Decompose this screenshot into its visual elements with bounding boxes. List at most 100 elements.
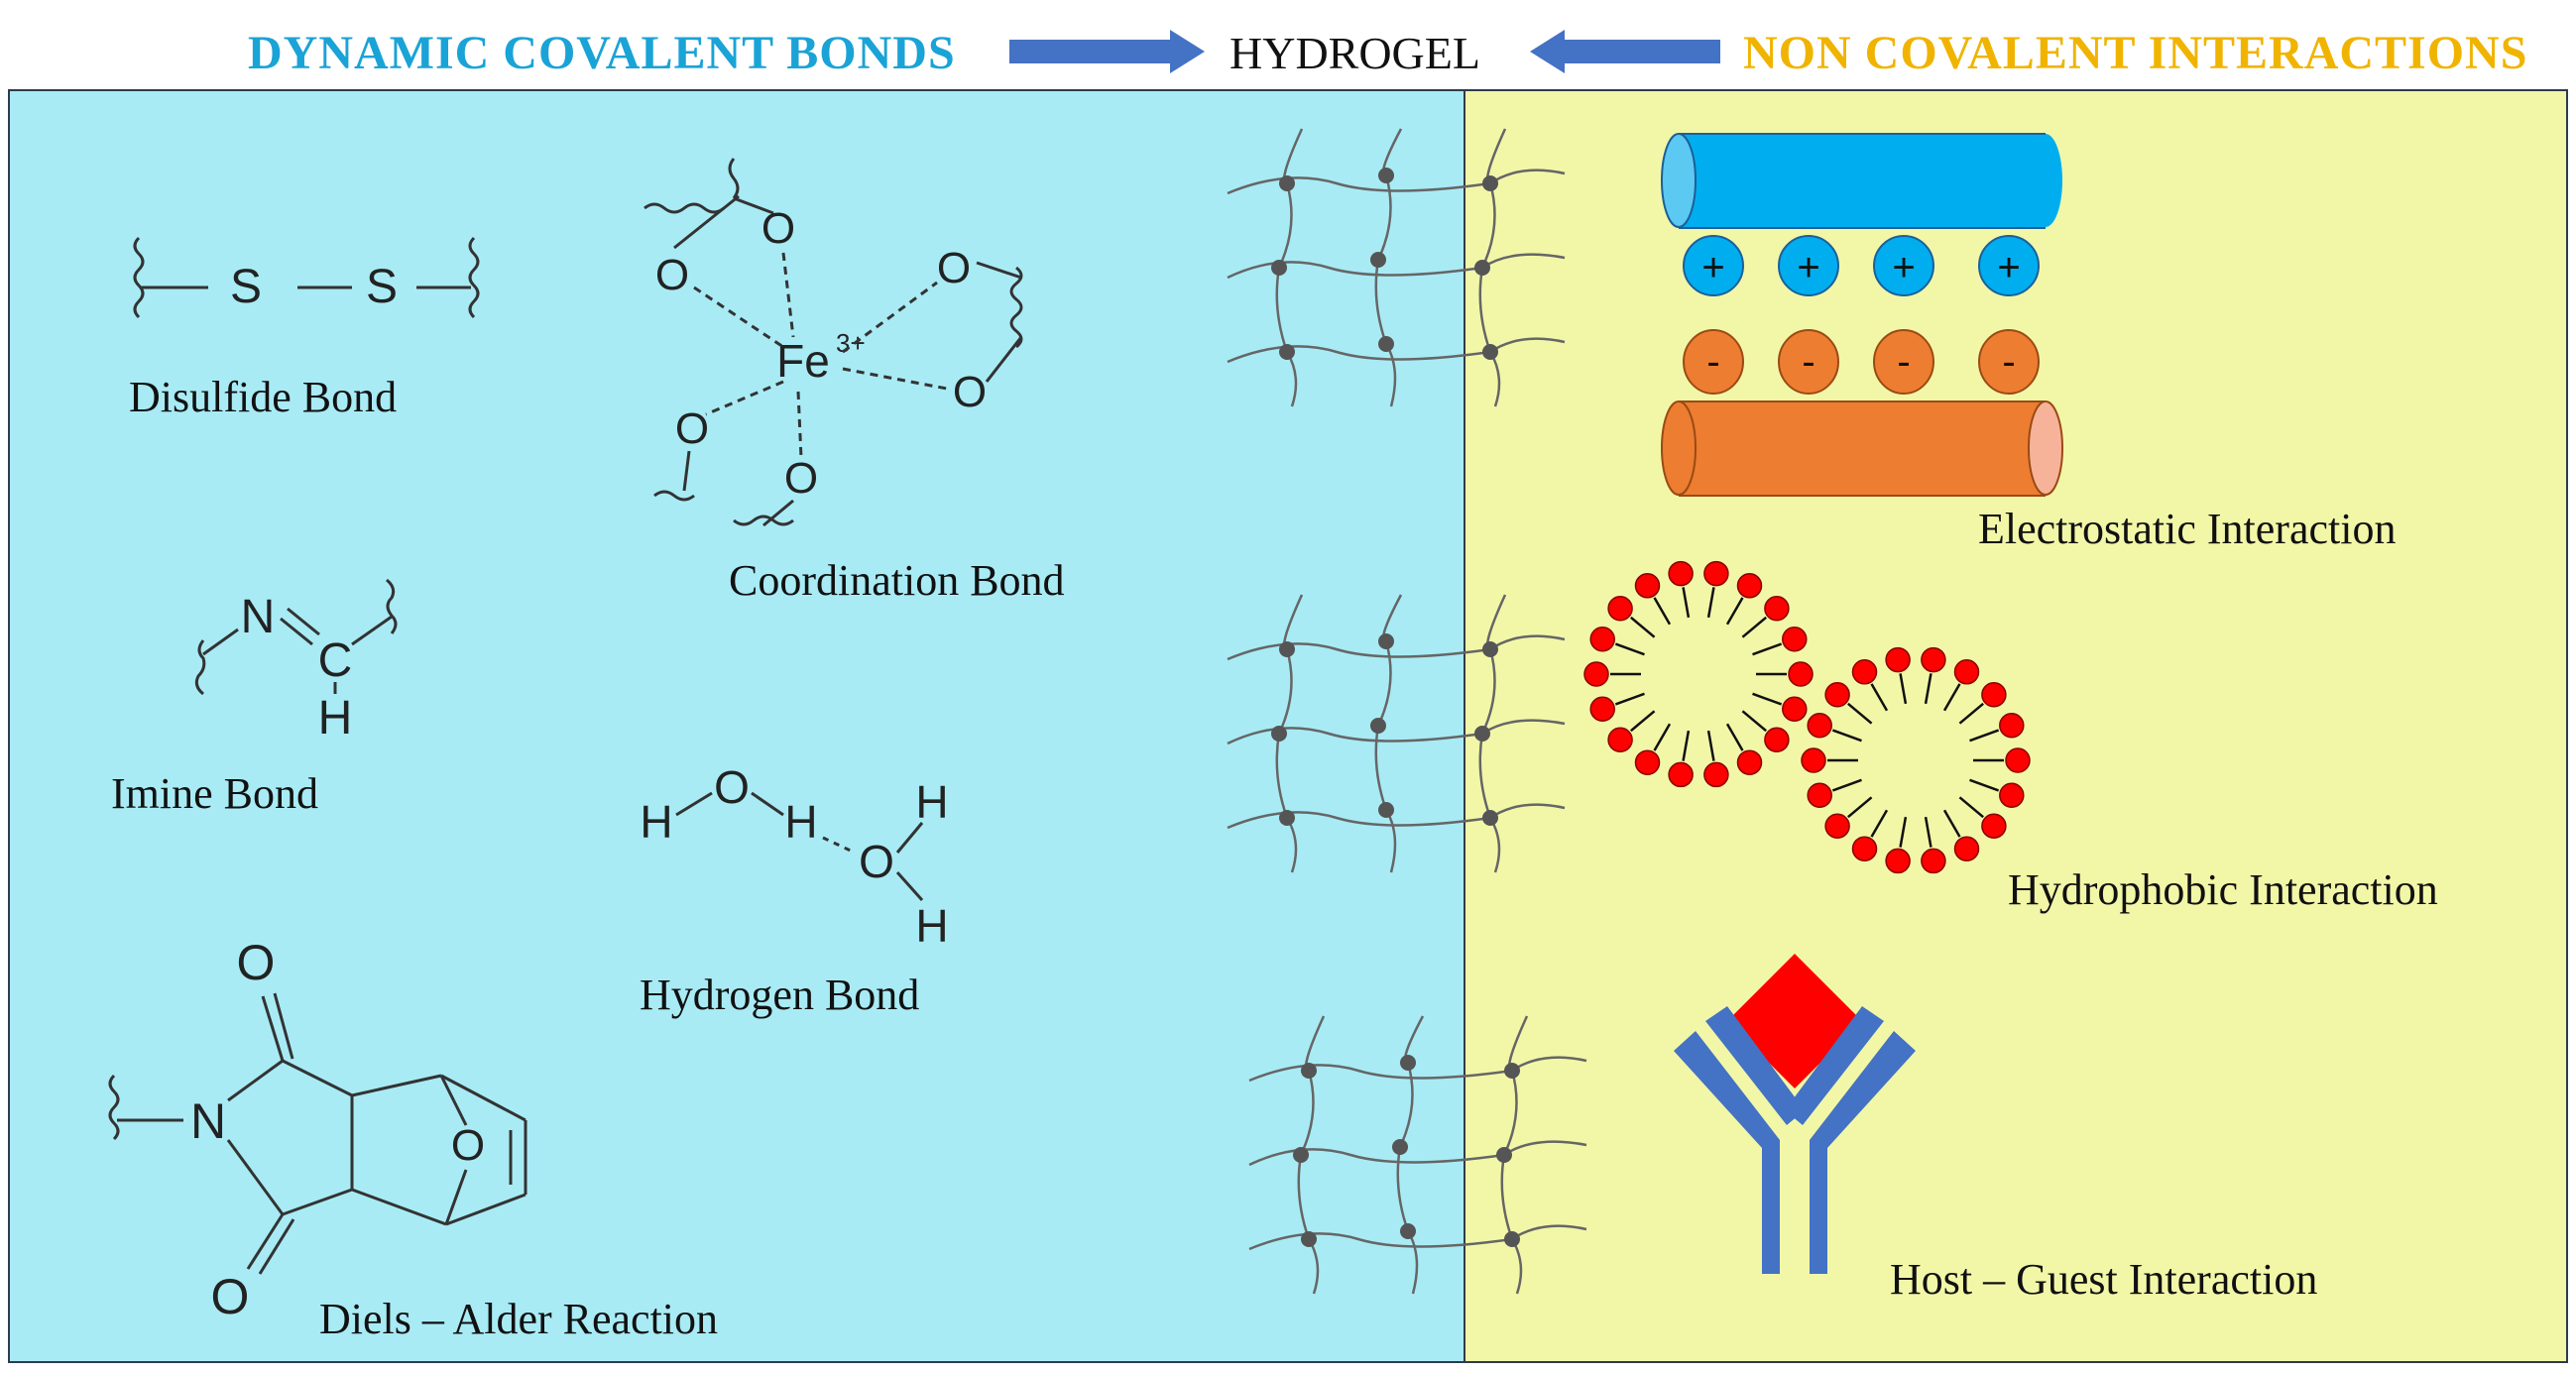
plus-sign: + xyxy=(1892,246,1915,289)
hydrophilic-head xyxy=(1981,813,2007,839)
anion-cylinder xyxy=(1661,400,2063,497)
minus-sign: - xyxy=(2002,340,2015,384)
sulfur-atom-1: S xyxy=(230,261,262,313)
network-node xyxy=(1370,718,1386,734)
hydrogen-atom: H xyxy=(640,796,672,848)
hydrogen-atom: H xyxy=(915,900,948,952)
oxygen-atom: O xyxy=(655,251,689,299)
sulfur-atom-2: S xyxy=(366,261,398,313)
hydrogel-network-top xyxy=(1227,128,1566,407)
oxygen-atom: O xyxy=(761,204,795,253)
micelle-right xyxy=(1801,646,2031,874)
micelle-left xyxy=(1583,560,1814,788)
oxygen-atom: O xyxy=(937,244,971,292)
hydrophilic-head xyxy=(1764,596,1790,622)
minus-sign: - xyxy=(1706,340,1719,384)
right-section-title: NON COVALENT INTERACTIONS xyxy=(1743,26,2528,79)
nitrogen-atom: N xyxy=(241,591,276,643)
hydrogen-atom: H xyxy=(915,776,948,828)
oxygen-atom: O xyxy=(714,761,750,813)
hydrogel-network-bottom xyxy=(1248,1015,1587,1295)
hydrophilic-head xyxy=(1824,682,1850,708)
hydrophilic-head xyxy=(2005,747,2031,773)
cation-icon: + xyxy=(1873,235,1934,296)
coordination-structure: O O Fe 3+ O O O O xyxy=(644,158,1023,527)
network-node xyxy=(1392,1139,1408,1155)
network-node xyxy=(1293,1147,1309,1163)
hydrophilic-head xyxy=(1807,713,1832,739)
cation-icon: + xyxy=(1683,235,1744,296)
oxygen-atom: O xyxy=(859,836,894,887)
imine-structure: N C H xyxy=(194,578,398,744)
hydrophilic-head xyxy=(1607,596,1633,622)
left-section-title: DYNAMIC COVALENT BONDS xyxy=(248,26,956,79)
antibody-host-icon xyxy=(1674,1006,1916,1274)
network-node xyxy=(1496,1147,1512,1163)
hydrophilic-head xyxy=(1921,848,1946,874)
network-node xyxy=(1301,1231,1317,1247)
dynamic-covalent-panel xyxy=(8,89,1465,1363)
hydrophilic-head xyxy=(1736,573,1763,599)
host-guest-diagram xyxy=(1674,954,1916,1274)
cation-icon: + xyxy=(1978,235,2040,296)
host-guest-label: Host – Guest Interaction xyxy=(1890,1255,2318,1304)
network-node xyxy=(1482,175,1498,191)
carbon-atom: C xyxy=(318,634,353,687)
disulfide-structure: S S xyxy=(133,236,480,319)
hydrophilic-head xyxy=(1801,747,1826,773)
anion-icon: - xyxy=(1778,329,1839,395)
network-node xyxy=(1400,1223,1416,1239)
hydrophilic-head xyxy=(1981,682,2007,708)
diels-alder-label: Diels – Alder Reaction xyxy=(319,1295,719,1343)
network-node xyxy=(1279,175,1295,191)
hydrophilic-head xyxy=(1953,659,1980,685)
hydrophilic-head xyxy=(1953,836,1980,861)
oxygen-atom: O xyxy=(211,1269,250,1324)
network-node xyxy=(1378,633,1394,649)
hydrophobic-label: Hydrophobic Interaction xyxy=(2008,865,2438,914)
network-node xyxy=(1474,726,1490,742)
nitrogen-atom: N xyxy=(190,1093,226,1149)
anion-icon: - xyxy=(1683,329,1744,395)
hydrophilic-head xyxy=(1634,573,1661,599)
network-node xyxy=(1504,1063,1520,1079)
network-node xyxy=(1301,1063,1317,1079)
network-node xyxy=(1370,252,1386,268)
network-node xyxy=(1271,726,1287,742)
hydrophilic-head xyxy=(1782,627,1808,652)
plus-sign: + xyxy=(1997,246,2020,289)
hydrophilic-head xyxy=(1999,713,2025,739)
network-node xyxy=(1482,810,1498,826)
iron-atom: Fe xyxy=(776,335,830,387)
anion-icon: - xyxy=(1978,329,2040,395)
network-node xyxy=(1378,168,1394,183)
network-node xyxy=(1400,1055,1416,1071)
hydrophilic-head xyxy=(1921,646,1946,673)
hydrophilic-head xyxy=(1764,727,1790,752)
hydrophilic-head xyxy=(1824,813,1850,839)
hydrogen-atom: H xyxy=(318,692,353,744)
oxygen-atom: O xyxy=(675,404,709,453)
plus-sign: + xyxy=(1797,246,1819,289)
diels-alder-structure: N O O O xyxy=(108,935,527,1324)
oxygen-atom: O xyxy=(237,935,276,990)
minus-sign: - xyxy=(1802,340,1815,384)
hydrophilic-head xyxy=(1788,661,1814,687)
hydrophilic-head xyxy=(1607,727,1633,752)
hydrophilic-head xyxy=(1668,761,1694,788)
hydrogel-network-middle xyxy=(1227,594,1566,873)
hydrophilic-head xyxy=(1736,749,1763,775)
hydrophilic-head xyxy=(1782,696,1808,722)
hydrophilic-head xyxy=(1703,560,1729,587)
arrow-right-icon xyxy=(1009,30,1205,73)
hydrophilic-head xyxy=(1851,836,1878,861)
cation-icon: + xyxy=(1778,235,1839,296)
hydrogen-bond-label: Hydrogen Bond xyxy=(640,971,920,1019)
hydrophilic-head xyxy=(1589,627,1615,652)
network-node xyxy=(1378,802,1394,818)
imine-bond-label: Imine Bond xyxy=(111,769,318,818)
anion-icon: - xyxy=(1873,329,1934,395)
hydrophilic-head xyxy=(1999,782,2025,808)
network-node xyxy=(1474,260,1490,276)
plus-sign: + xyxy=(1701,246,1724,289)
